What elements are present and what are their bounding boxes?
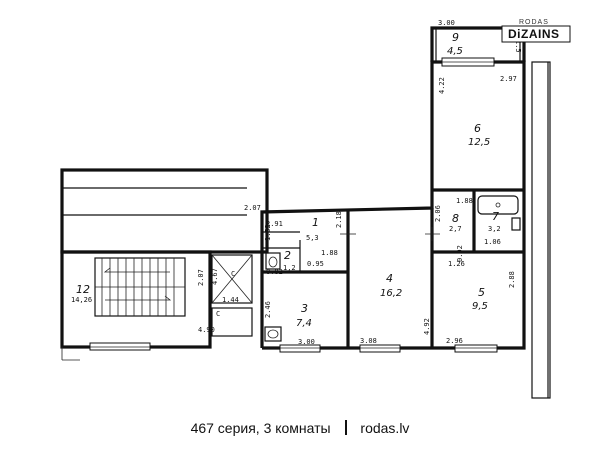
staircase [94,257,186,317]
dim-label: 2.97 [500,75,517,83]
room-label-num: 2 [284,249,291,262]
dim-label: 0.92 [456,245,464,262]
caption-site: rodas.lv [360,420,410,436]
windows [89,57,498,353]
dim-label: 4.22 [438,77,446,94]
bathtub [477,195,519,215]
room-label-area: 7,4 [296,318,312,329]
brand-logo: RODAS DiZAINS [501,19,571,43]
logo-text: DiZAINS [508,27,560,41]
dim-label: 4.92 [423,318,431,335]
room-label-num: 6 [474,122,481,135]
dim-label: 0.95 [307,260,324,268]
room-label-area: 16,2 [380,288,402,299]
room-label-area: 12,5 [468,137,490,148]
room-label-area: 4,5 [447,46,463,57]
room-label-area: 1,2 [283,264,296,272]
caption-series: 467 серия, 3 комнаты [190,420,331,436]
room-label-area: 3,2 [488,225,501,233]
room-label-area: 14,26 [71,296,92,304]
room-label-num: 7 [492,210,499,223]
room-labels: 9 4,5 6 12,5 8 2,7 7 3,2 1 5,3 4 16,2 5 … [283,31,501,329]
room-label-num: 5 [478,286,485,299]
dim-label: 3.00 [438,19,455,27]
caption-separator [344,420,347,435]
dim-label: C [231,270,235,278]
dim-label: 4.67 [211,268,219,285]
dim-label: 1.52 [264,224,272,241]
dim-label: 1.5 [514,40,522,53]
dim-label: 1.88 [456,197,473,205]
room-label-num: 4 [386,272,393,285]
elevator-shaft [211,254,253,304]
dim-label: 2.91 [266,220,283,228]
dim-label: 2.06 [434,205,442,222]
dim-label: 2.96 [446,337,463,345]
room-label-num: 9 [452,31,459,44]
apartment-outline [260,26,551,399]
room-label-area: 5,3 [306,234,319,242]
dimension-labels: 3.00 2.97 4.22 1.5 1.88 2.06 2.91 1.52 1… [244,19,522,346]
fixtures [264,195,521,342]
toilet [265,252,281,270]
basin [511,217,521,231]
caption: 467 серия, 3 комнаты rodas.lv [0,420,600,436]
room-label-num: 12 [76,283,90,296]
floor-plan: 12 14,26 2.07 4.90 1.44 C C 4.67 [60,19,571,399]
room-label-area: 9,5 [472,301,488,312]
dim-label: 2.46 [264,301,272,318]
room-label-num: 1 [312,216,319,229]
dim-label: 1.06 [484,238,501,246]
room-label-num: 8 [452,212,459,225]
dim-label: 1.26 [448,260,465,268]
sink [264,326,282,342]
room-label-area: 2,7 [449,225,462,233]
dim-label: 0.82 [266,268,283,276]
dim-label: 1.88 [321,249,338,257]
room-label-num: 3 [301,302,308,315]
dim-label: 2.88 [508,271,516,288]
dim-label: 1.44 [222,296,239,304]
dim-label: 3.08 [360,337,377,345]
logo-small-text: RODAS [519,19,549,26]
dim-label: 2.18 [335,211,343,228]
dim-label: 3.00 [298,338,315,346]
dim-label: C [216,310,220,318]
dim-label: 4.90 [198,326,215,334]
dim-label: 2.07 [244,204,261,212]
dim-label: 2.07 [197,269,205,286]
stairwell-block: 12 14,26 2.07 4.90 1.44 C C 4.67 [60,168,269,361]
